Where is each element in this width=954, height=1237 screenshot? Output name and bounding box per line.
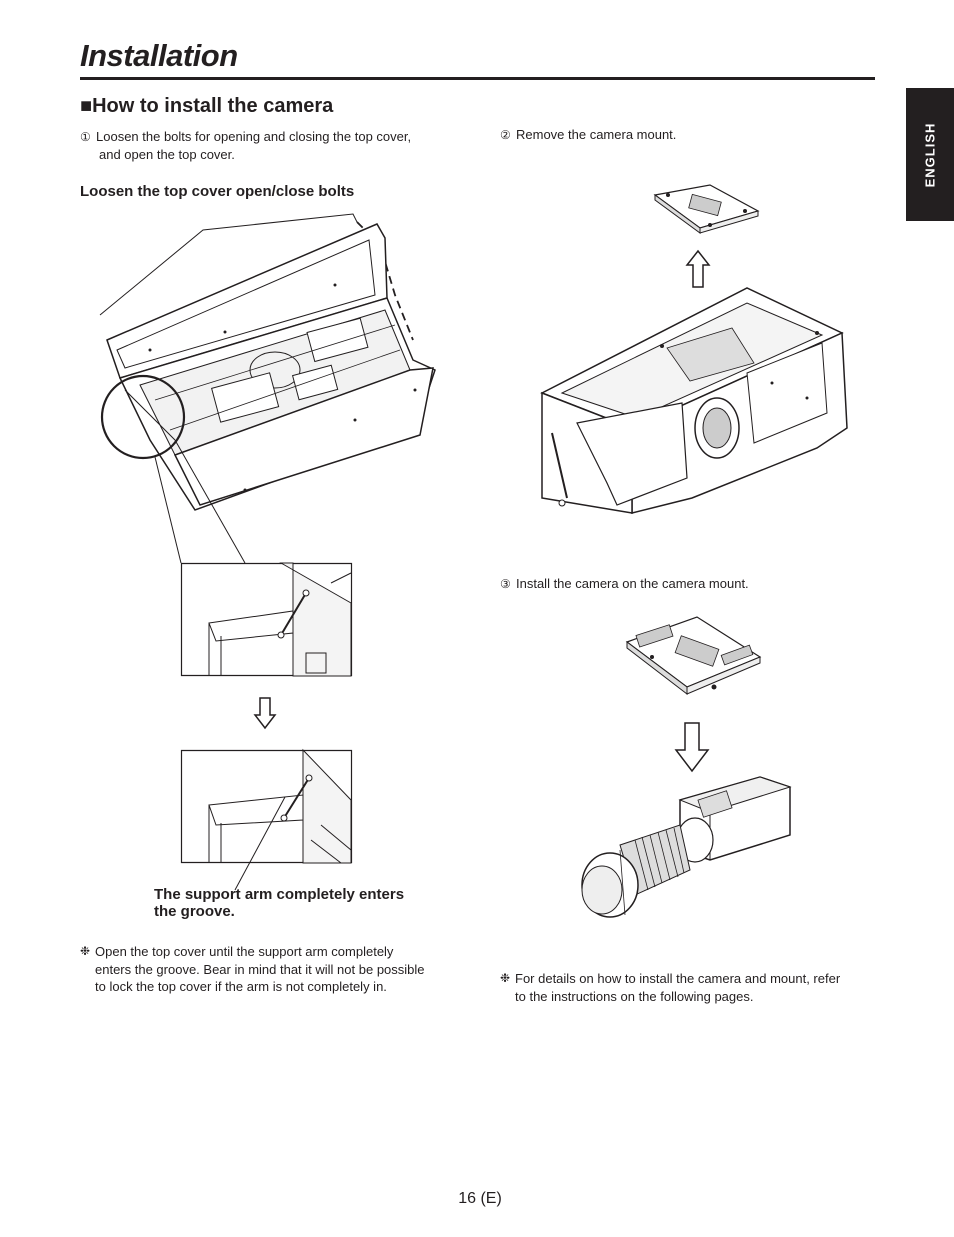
note-mark-icon-2: ❉ xyxy=(500,971,511,985)
section-marker: ■ xyxy=(80,95,93,117)
arrow-up-icon xyxy=(686,250,710,288)
arrow-down-icon-2 xyxy=(675,722,709,772)
step-1-number: ① xyxy=(80,130,91,144)
language-tab-label: ENGLISH xyxy=(922,122,938,187)
section-heading-text: How to install the camera xyxy=(92,95,334,117)
support-arm-caption: The support arm completely enters the gr… xyxy=(154,886,454,920)
housing-open-cover-illustration xyxy=(95,200,440,570)
support-arm-caption-line2: the groove. xyxy=(154,903,235,920)
step-2-text: Remove the camera mount. xyxy=(516,127,677,142)
bolts-caption: Loosen the top cover open/close bolts xyxy=(80,183,355,200)
right-note-line1: For details on how to install the camera… xyxy=(515,971,841,986)
step-3: ③ Install the camera on the camera mount. xyxy=(500,575,749,593)
camera-mount-illustration-2 xyxy=(622,612,762,702)
support-arm-leader xyxy=(230,795,290,895)
left-note-line1: Open the top cover until the support arm… xyxy=(95,944,394,959)
page-number: 16 (E) xyxy=(458,1190,502,1207)
arrow-down-icon xyxy=(254,697,276,729)
step-2-number: ② xyxy=(500,128,511,142)
right-note-line2: to the instructions on the following pag… xyxy=(515,988,754,1004)
left-note: ❉ Open the top cover until the support a… xyxy=(80,943,460,996)
support-arm-detail-before xyxy=(181,563,352,676)
camera-illustration xyxy=(580,775,795,920)
title-divider xyxy=(80,77,875,80)
camera-mount-illustration xyxy=(650,183,760,238)
support-arm-detail-after xyxy=(181,750,352,863)
language-tab: ENGLISH xyxy=(906,88,954,221)
support-arm-caption-line1: The support arm completely enters xyxy=(154,886,405,903)
page-title: Installation xyxy=(80,38,238,73)
right-note: ❉ For details on how to install the came… xyxy=(500,970,880,1005)
left-note-line3: to lock the top cover if the arm is not … xyxy=(95,979,387,994)
step-3-number: ③ xyxy=(500,577,511,591)
step-2: ② Remove the camera mount. xyxy=(500,126,676,144)
step-3-text: Install the camera on the camera mount. xyxy=(516,576,749,591)
step-1: ① Loosen the bolts for opening and closin… xyxy=(80,128,460,163)
left-note-line2: enters the groove. Bear in mind that it … xyxy=(95,961,425,977)
step-1-text-line2: and open the top cover. xyxy=(99,147,235,162)
housing-open-top-illustration xyxy=(522,283,852,518)
step-1-text-line1: Loosen the bolts for opening and closing… xyxy=(96,129,412,144)
note-mark-icon: ❉ xyxy=(80,944,91,958)
section-heading: ■How to install the camera xyxy=(80,95,333,118)
